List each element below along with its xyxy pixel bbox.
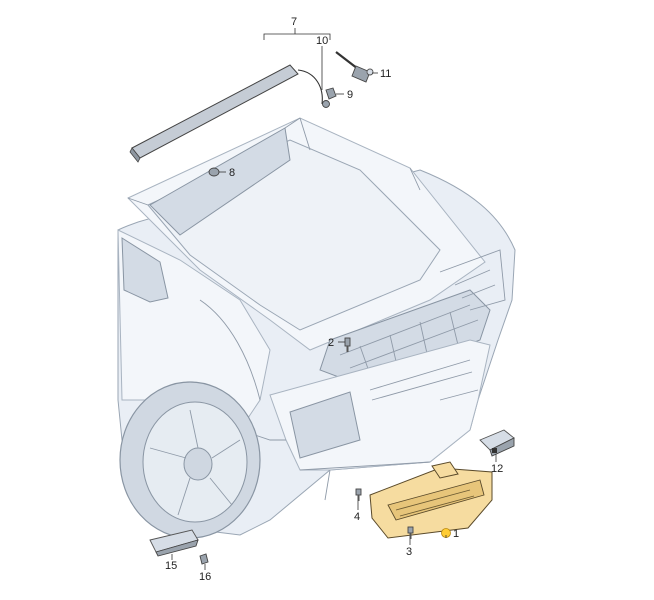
part-9-clip	[325, 87, 337, 100]
callout-15: 15	[165, 560, 177, 572]
callout-4: 4	[354, 511, 360, 523]
part-7-weatherstrip	[129, 64, 299, 163]
part-4-screw	[355, 488, 362, 501]
callout-2: 2	[328, 337, 334, 349]
rear-wheel	[119, 381, 261, 539]
callout-8: 8	[229, 167, 235, 179]
callout-11: 11	[380, 68, 391, 80]
callout-9: 9	[347, 89, 353, 101]
callout-12: 12	[491, 463, 503, 475]
part-15-side-marker	[149, 529, 199, 557]
engine-bay-mechanism	[319, 249, 506, 386]
callout-1: 1	[453, 528, 459, 540]
part-11-sensor	[335, 51, 374, 83]
callout-3: 3	[406, 546, 412, 558]
side-air-intake	[121, 237, 169, 303]
part-16-clip	[199, 553, 209, 565]
part-8-grommet	[208, 167, 220, 177]
callout-7: 7	[291, 16, 297, 28]
callout-labels: 7 10 9 11 8 2 4 3 1 12 15 16	[165, 16, 503, 583]
part-1-trim-panel	[369, 461, 493, 539]
callout-16: 16	[199, 571, 211, 583]
part-10-cable	[297, 69, 330, 108]
rear-light-housing	[289, 391, 361, 459]
leader-lines	[171, 28, 497, 570]
callout-10: 10	[316, 35, 328, 47]
part-12-lamp	[479, 429, 515, 457]
bulkhead-panel	[149, 127, 291, 236]
part-3-screw	[407, 526, 414, 539]
